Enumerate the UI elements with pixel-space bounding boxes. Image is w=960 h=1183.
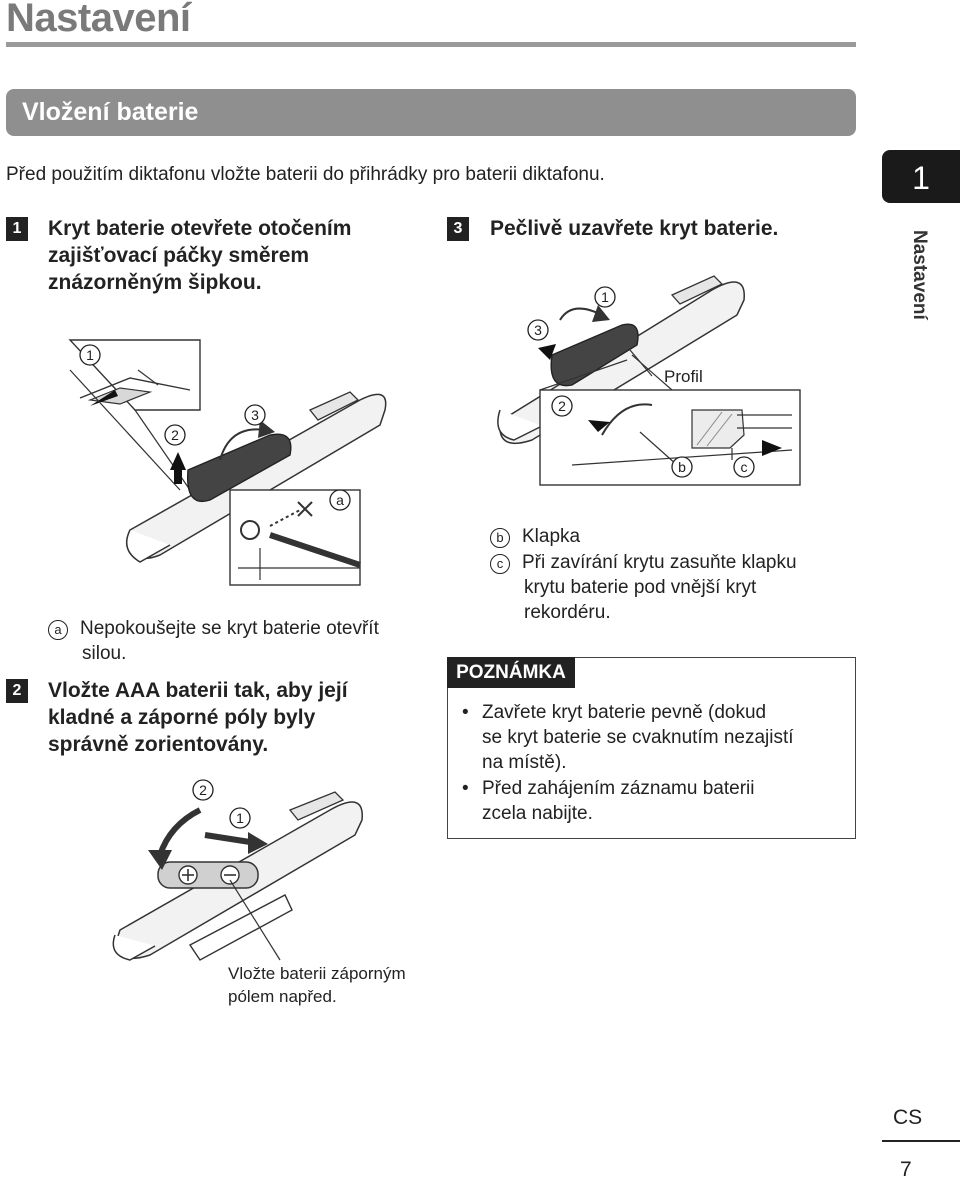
footer-rule bbox=[882, 1140, 960, 1142]
figure-1-callout: 3 bbox=[251, 407, 259, 423]
chapter-tab: 1 bbox=[882, 150, 960, 203]
figure-3-callout: 3 bbox=[534, 322, 542, 338]
caption-line: pólem napřed. bbox=[228, 987, 337, 1006]
legend-line: Při zavírání krytu zasuňte klapku bbox=[522, 552, 797, 573]
step-2-text: Vložte AAA baterii tak, aby její kladné … bbox=[48, 677, 348, 758]
step-2-line: kladné a záporné póly byly bbox=[48, 706, 316, 729]
figure-3-callout: b bbox=[678, 459, 686, 475]
note-line: zcela nabijte. bbox=[482, 803, 593, 824]
figure-3-illustration: Profil 1 3 2 b c bbox=[497, 275, 801, 486]
bullet-icon: • bbox=[462, 778, 469, 799]
profile-label: Profil bbox=[664, 367, 703, 386]
chapter-side-label: Nastavení bbox=[909, 230, 930, 320]
bullet-icon: • bbox=[462, 702, 469, 723]
title-rule bbox=[6, 42, 856, 47]
step-3-number: 3 bbox=[447, 217, 469, 241]
legend-line: rekordéru. bbox=[524, 602, 611, 623]
figure-3-callout: 1 bbox=[601, 289, 609, 305]
section-title: Vložení baterie bbox=[22, 98, 199, 126]
note-line: Před zahájením záznamu baterii bbox=[482, 778, 755, 799]
note-item: • Před zahájením záznamu baterii zcela n… bbox=[462, 776, 754, 824]
figure-1-caption: a Nepokoušejte se kryt baterie otevřít si… bbox=[48, 616, 379, 666]
legend-b: b Klapka bbox=[490, 524, 580, 549]
figure-3-callout: c bbox=[741, 459, 748, 475]
note-line: Zavřete kryt baterie pevně (dokud bbox=[482, 702, 767, 723]
figure-2-callout: 2 bbox=[199, 782, 207, 798]
legend-c: c Při zavírání krytu zasuňte klapku krytu… bbox=[490, 550, 797, 625]
figure-1-callout: 1 bbox=[86, 347, 94, 363]
caption-line: Nepokoušejte se kryt baterie otevřít bbox=[80, 618, 379, 639]
note-item: • Zavřete kryt baterie pevně (dokud se k… bbox=[462, 700, 794, 773]
figure-1-callout: 2 bbox=[171, 427, 179, 443]
page-number: 7 bbox=[900, 1158, 912, 1181]
section-header-bar bbox=[6, 89, 856, 136]
step-1-line: znázorněným šipkou. bbox=[48, 271, 262, 294]
figure-2-callout: 1 bbox=[236, 810, 244, 826]
caption-line: Vložte baterii záporným bbox=[228, 964, 406, 983]
intro-text: Před použitím diktafonu vložte baterii d… bbox=[6, 164, 605, 185]
figure-1-illustration: 1 2 3 a bbox=[68, 339, 387, 586]
legend-line: krytu baterie pod vnější kryt bbox=[524, 577, 757, 598]
step-1-number: 1 bbox=[6, 217, 28, 241]
page-title: Nastavení bbox=[6, 0, 191, 40]
step-1-line: Kryt baterie otevřete otočením bbox=[48, 217, 352, 240]
figure-2-caption: Vložte baterii záporným pólem napřed. bbox=[228, 962, 406, 1008]
figure-2-illustration: 2 1 bbox=[112, 779, 363, 961]
note-line: se kryt baterie se cvaknutím nezajistí bbox=[482, 727, 794, 748]
note-line: na místě). bbox=[482, 752, 567, 773]
step-2-number: 2 bbox=[6, 679, 28, 703]
note-label: POZNÁMKA bbox=[447, 657, 575, 688]
step-2-line: správně zorientovány. bbox=[48, 733, 269, 756]
caption-key-a: a bbox=[48, 620, 68, 640]
legend-key-b: b bbox=[490, 528, 510, 548]
note-item-text: Zavřete kryt baterie pevně (dokud se kry… bbox=[482, 700, 852, 775]
figure-1-callout: a bbox=[336, 492, 344, 508]
note-box bbox=[447, 657, 856, 839]
note-item-text: Před zahájením záznamu baterii zcela nab… bbox=[482, 776, 852, 826]
legend-key-c: c bbox=[490, 554, 510, 574]
caption-line: silou. bbox=[82, 643, 127, 664]
step-2-line: Vložte AAA baterii tak, aby její bbox=[48, 679, 348, 702]
figure-3-callout: 2 bbox=[558, 398, 566, 414]
step-1-text: Kryt baterie otevřete otočením zajišťova… bbox=[48, 215, 351, 296]
step-1-line: zajišťovací páčky směrem bbox=[48, 244, 310, 267]
language-code: CS bbox=[893, 1106, 923, 1129]
legend-line: Klapka bbox=[522, 526, 581, 547]
step-3-text: Pečlivě uzavřete kryt baterie. bbox=[490, 217, 779, 240]
